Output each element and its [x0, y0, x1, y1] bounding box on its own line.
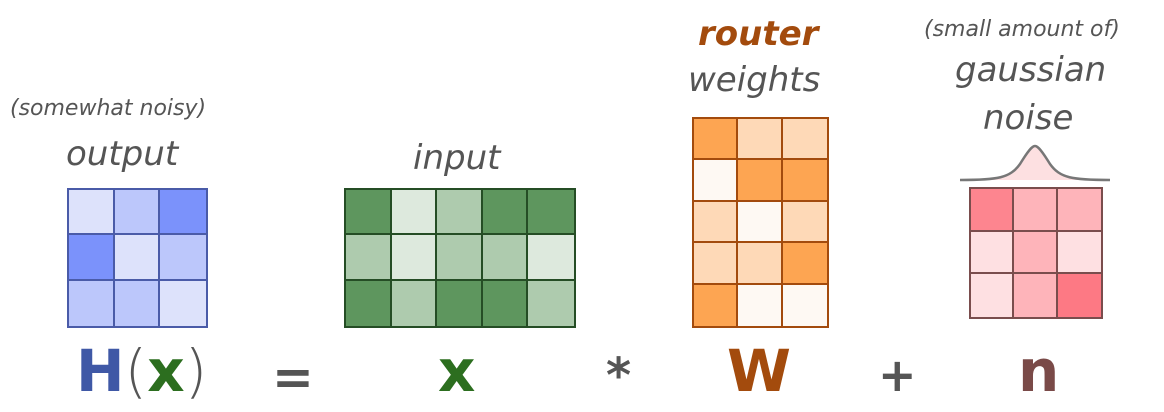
input-matrix-cell	[346, 190, 392, 236]
noise-matrix-cell	[1014, 189, 1058, 232]
output-arg-symbol: x	[147, 337, 185, 405]
weights-matrix-cell	[738, 119, 783, 161]
input-matrix-cell	[437, 190, 483, 236]
noise-matrix-cell	[1014, 274, 1058, 317]
weights-matrix-cell	[782, 160, 827, 202]
output-matrix-cell	[69, 190, 115, 236]
input-matrix-cell	[391, 280, 438, 326]
weights-matrix-cell	[782, 201, 827, 244]
input-symbol: x	[438, 337, 476, 405]
weights-matrix-cell	[738, 160, 783, 202]
noise-matrix	[969, 187, 1103, 319]
multiply-operator: *	[606, 348, 632, 404]
noise-matrix-cell	[1014, 231, 1058, 275]
input-matrix-cell	[528, 235, 574, 281]
noise-label-line2: noise	[983, 98, 1074, 138]
weights-matrix-cell	[738, 243, 783, 285]
plus-operator: +	[878, 348, 917, 402]
output-matrix-cell	[114, 190, 161, 236]
input-matrix-cell	[528, 280, 574, 326]
output-note: (somewhat noisy)	[10, 96, 207, 121]
gaussian-curve-icon	[959, 144, 1111, 182]
weights-matrix-cell	[694, 284, 739, 326]
weights-matrix-cell	[782, 284, 827, 326]
output-matrix-cell	[69, 235, 115, 281]
input-matrix-cell	[437, 235, 483, 281]
input-matrix-cell	[482, 190, 529, 236]
output-matrix-cell	[114, 235, 161, 281]
output-matrix-cell	[160, 235, 206, 281]
noise-matrix-cell	[1057, 231, 1101, 275]
noise-matrix-cell	[1057, 189, 1101, 232]
output-symbol: H	[76, 337, 125, 405]
output-label: output	[66, 134, 179, 174]
open-paren: (	[124, 337, 148, 405]
input-matrix-cell	[482, 280, 529, 326]
output-matrix	[67, 188, 208, 328]
close-paren: )	[184, 337, 208, 405]
output-formula: H(x)	[76, 342, 207, 400]
equals-operator: =	[272, 348, 314, 406]
weights-matrix-cell	[738, 284, 783, 326]
input-matrix-cell	[482, 235, 529, 281]
input-matrix-cell	[346, 280, 392, 326]
noise-matrix-cell	[971, 189, 1015, 232]
input-matrix-cell	[391, 190, 438, 236]
input-matrix-cell	[391, 235, 438, 281]
weights-matrix-cell	[782, 119, 827, 161]
noise-matrix-cell	[971, 274, 1015, 317]
input-matrix	[344, 188, 576, 328]
weights-matrix-cell	[694, 119, 739, 161]
noise-note: (small amount of)	[924, 17, 1120, 42]
output-matrix-cell	[69, 280, 115, 326]
output-matrix-cell	[160, 190, 206, 236]
noise-matrix-cell	[1057, 274, 1101, 317]
input-matrix-cell	[528, 190, 574, 236]
output-matrix-cell	[114, 280, 161, 326]
weights-matrix-cell	[694, 160, 739, 202]
weights-matrix-cell	[694, 201, 739, 244]
weights-matrix	[692, 117, 829, 328]
weights-matrix-cell	[738, 201, 783, 244]
input-matrix-cell	[346, 235, 392, 281]
input-matrix-cell	[437, 280, 483, 326]
input-label: input	[413, 138, 501, 178]
router-word: router	[698, 14, 819, 54]
weights-label: weights	[688, 60, 821, 100]
noise-label-line1: gaussian	[955, 50, 1107, 90]
noise-matrix-cell	[971, 231, 1015, 275]
weights-matrix-cell	[694, 243, 739, 285]
weights-symbol: W	[727, 337, 791, 405]
noise-symbol: n	[1018, 337, 1060, 405]
output-matrix-cell	[160, 280, 206, 326]
weights-matrix-cell	[782, 243, 827, 285]
